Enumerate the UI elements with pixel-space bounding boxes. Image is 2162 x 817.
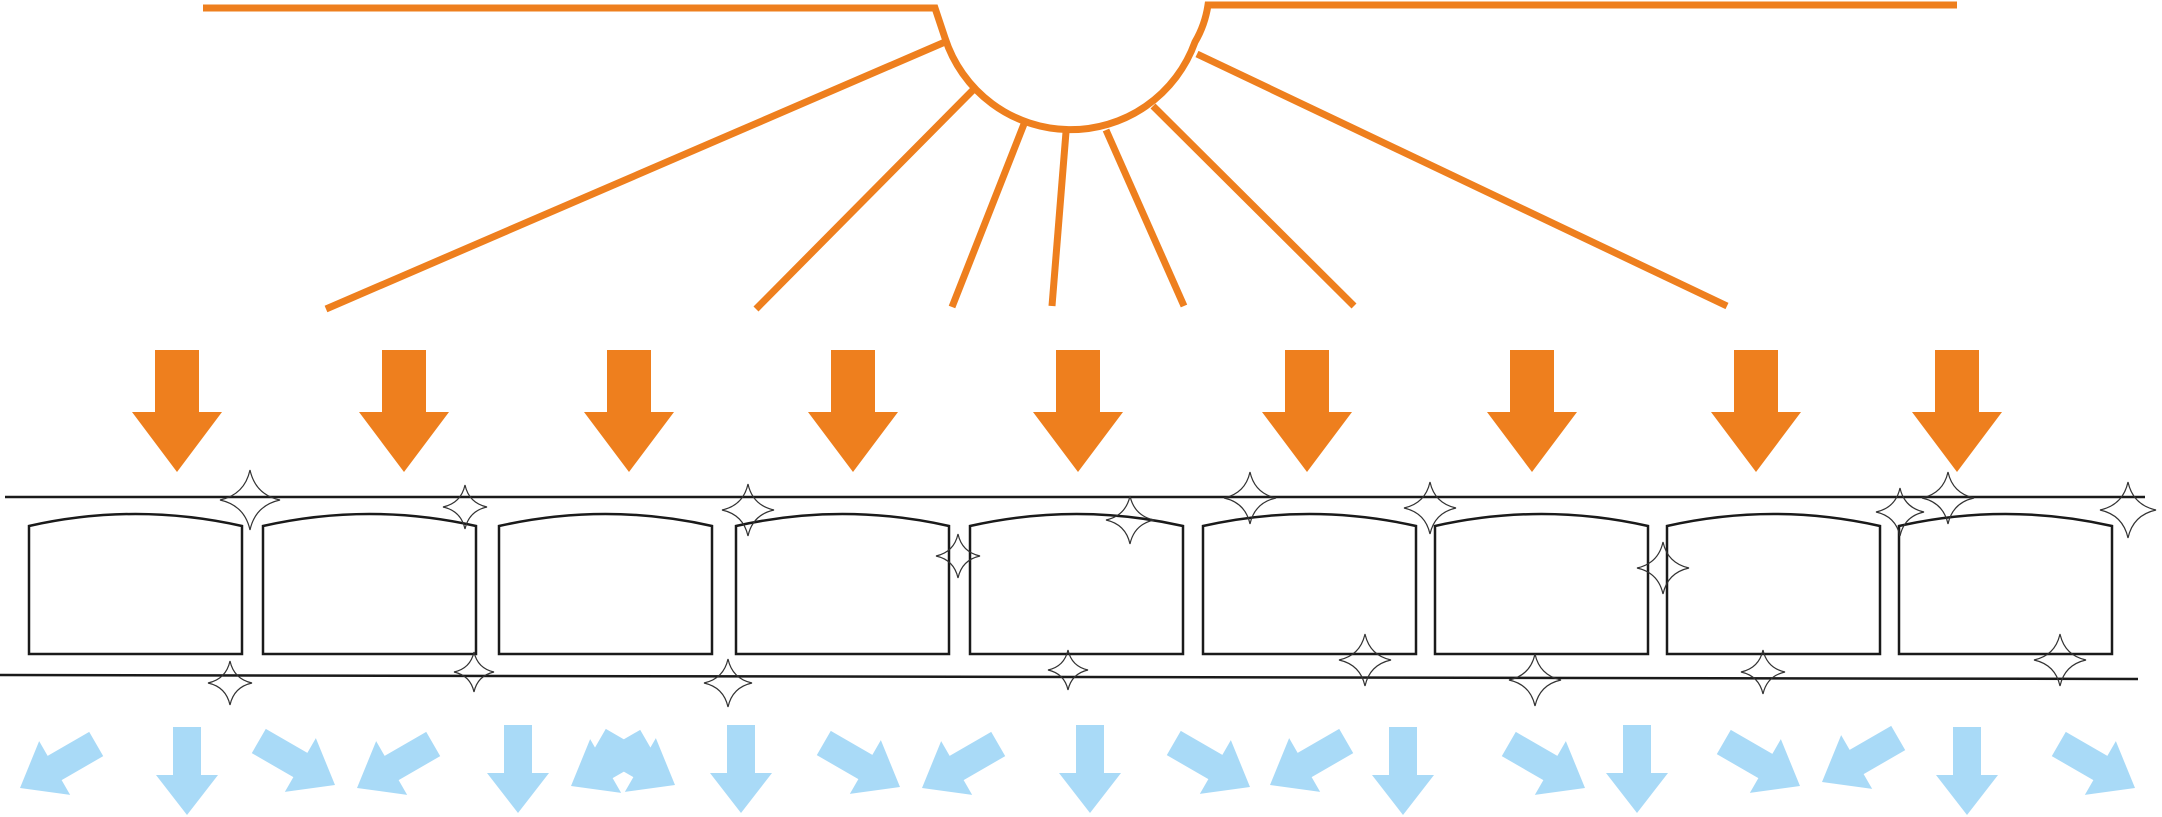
outgoing-arrow: [922, 731, 1006, 795]
sparkle-icon: [1740, 649, 1786, 695]
sun-ray: [948, 122, 1028, 309]
outgoing-arrow: [710, 725, 772, 813]
sparkle-icon: [1921, 471, 1975, 525]
outgoing-arrow: [156, 727, 218, 815]
sparkle-icon: [1403, 481, 1457, 535]
panel-bottom-line: [0, 673, 2139, 681]
sparkle-icon: [1508, 653, 1562, 707]
sparkle-icon: [453, 651, 495, 693]
outgoing-arrow: [1372, 727, 1434, 815]
outgoing-arrow: [1606, 725, 1668, 813]
panel-cell: [1433, 512, 1650, 656]
incoming-arrow: [132, 350, 222, 472]
incoming-arrows: [132, 350, 2002, 472]
outgoing-arrow: [1936, 727, 1998, 815]
sparkle-icon: [2099, 481, 2157, 539]
diffuser-panel: [0, 495, 2145, 681]
sun-ray: [1150, 103, 1357, 309]
outgoing-arrow: [20, 731, 104, 795]
incoming-arrow: [584, 350, 674, 472]
sparkle-icon: [721, 483, 775, 537]
incoming-arrow: [1487, 350, 1577, 472]
panel-cell: [261, 512, 478, 656]
panel-cell: [1897, 512, 2114, 656]
panel-cell: [27, 512, 244, 656]
outgoing-arrow: [1501, 731, 1585, 795]
outgoing-arrow: [1716, 729, 1800, 793]
sun-ray: [324, 38, 947, 313]
outgoing-arrow: [487, 725, 549, 813]
outgoing-arrow: [1822, 725, 1906, 789]
sparkle-icon: [1223, 471, 1277, 525]
outgoing-arrow: [2051, 731, 2135, 795]
outgoing-arrow: [571, 729, 655, 793]
panel-cell: [497, 512, 714, 656]
incoming-arrow: [1912, 350, 2002, 472]
sparkles: [207, 469, 2157, 708]
sparkle-icon: [935, 533, 981, 579]
outgoing-arrow: [816, 730, 900, 794]
outgoing-arrow: [1270, 728, 1354, 792]
panel-cell: [1665, 512, 1882, 656]
outgoing-arrows: [20, 725, 2135, 815]
outgoing-arrow: [251, 728, 335, 792]
outgoing-arrow: [1059, 725, 1121, 813]
sparkle-icon: [442, 484, 488, 530]
outgoing-arrow: [357, 731, 441, 795]
sparkle-icon: [1105, 495, 1155, 545]
outgoing-arrow: [1166, 730, 1250, 794]
sun-ray: [1102, 128, 1188, 308]
sparkle-icon: [219, 469, 281, 531]
sparkle-icon: [1636, 541, 1690, 595]
incoming-arrow: [808, 350, 898, 472]
panel-cell: [1201, 512, 1418, 656]
sun-ray: [1195, 50, 1729, 310]
incoming-arrow: [1711, 350, 1801, 472]
sun-icon: [203, 1, 1957, 313]
panel-cell: [968, 512, 1185, 656]
incoming-arrow: [359, 350, 449, 472]
sparkle-icon: [1338, 633, 1392, 687]
sun-ray: [1048, 131, 1070, 307]
sparkle-icon: [1047, 649, 1089, 691]
sparkle-icon: [207, 660, 253, 706]
incoming-arrow: [1033, 350, 1123, 472]
sparkle-icon: [2033, 633, 2087, 687]
sun-ray: [753, 87, 976, 312]
sparkle-icon: [703, 658, 753, 708]
sun-horizon: [203, 1, 1957, 134]
incoming-arrow: [1262, 350, 1352, 472]
panel-cell: [734, 512, 951, 656]
sparkle-icon: [1875, 487, 1925, 537]
